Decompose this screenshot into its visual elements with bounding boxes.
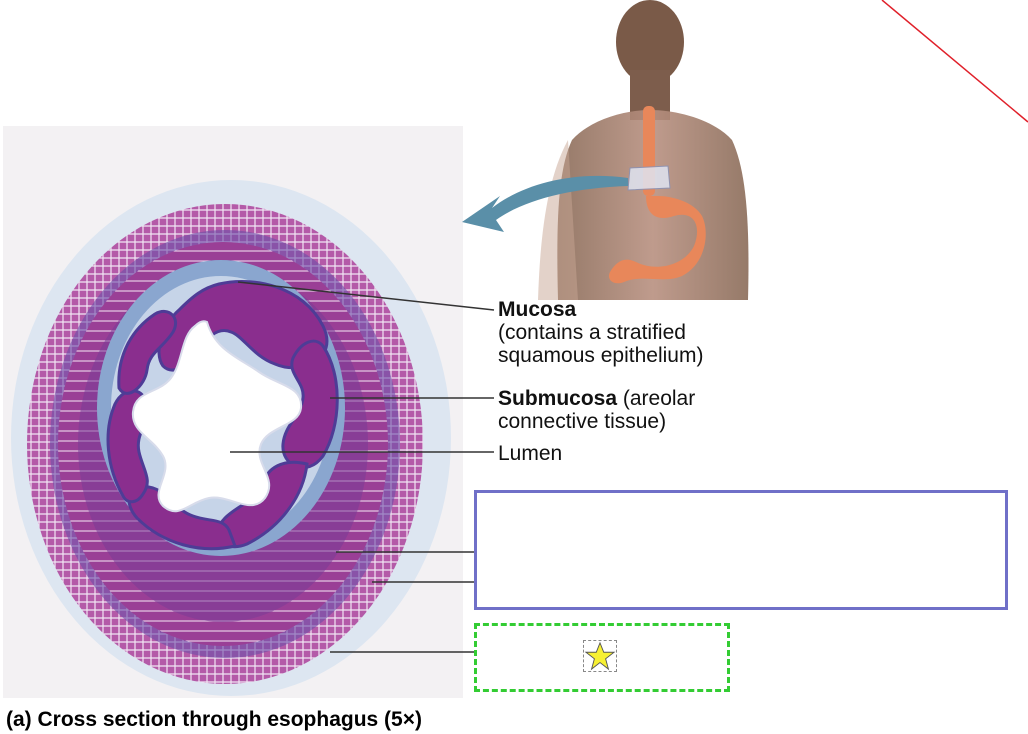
stomach (608, 196, 706, 284)
submucosa-label: Submucosa (areolar connective tissue) (498, 387, 695, 433)
mucosa-label: Mucosa (contains a stratified squamous e… (498, 298, 703, 367)
esophagus-micrograph (3, 126, 463, 698)
mucosa-term: Mucosa (498, 298, 577, 321)
figure-caption: (a) Cross section through esophagus (5×) (6, 708, 422, 731)
arrow-icon (462, 175, 628, 232)
mucosa-desc-line2: squamous epithelium) (498, 344, 704, 367)
star-icon[interactable] (583, 640, 617, 672)
human-torso-illustration (538, 0, 749, 300)
lumen-space (131, 320, 303, 513)
submucosa-desc-line1: (areolar (617, 387, 696, 410)
mucosa-desc-line1: (contains a stratified (498, 321, 686, 344)
answer-box[interactable] (474, 490, 1008, 610)
lumen-label: Lumen (498, 442, 563, 465)
submucosa-desc-line2: connective tissue) (498, 410, 667, 433)
submucosa-term: Submucosa (498, 387, 618, 410)
